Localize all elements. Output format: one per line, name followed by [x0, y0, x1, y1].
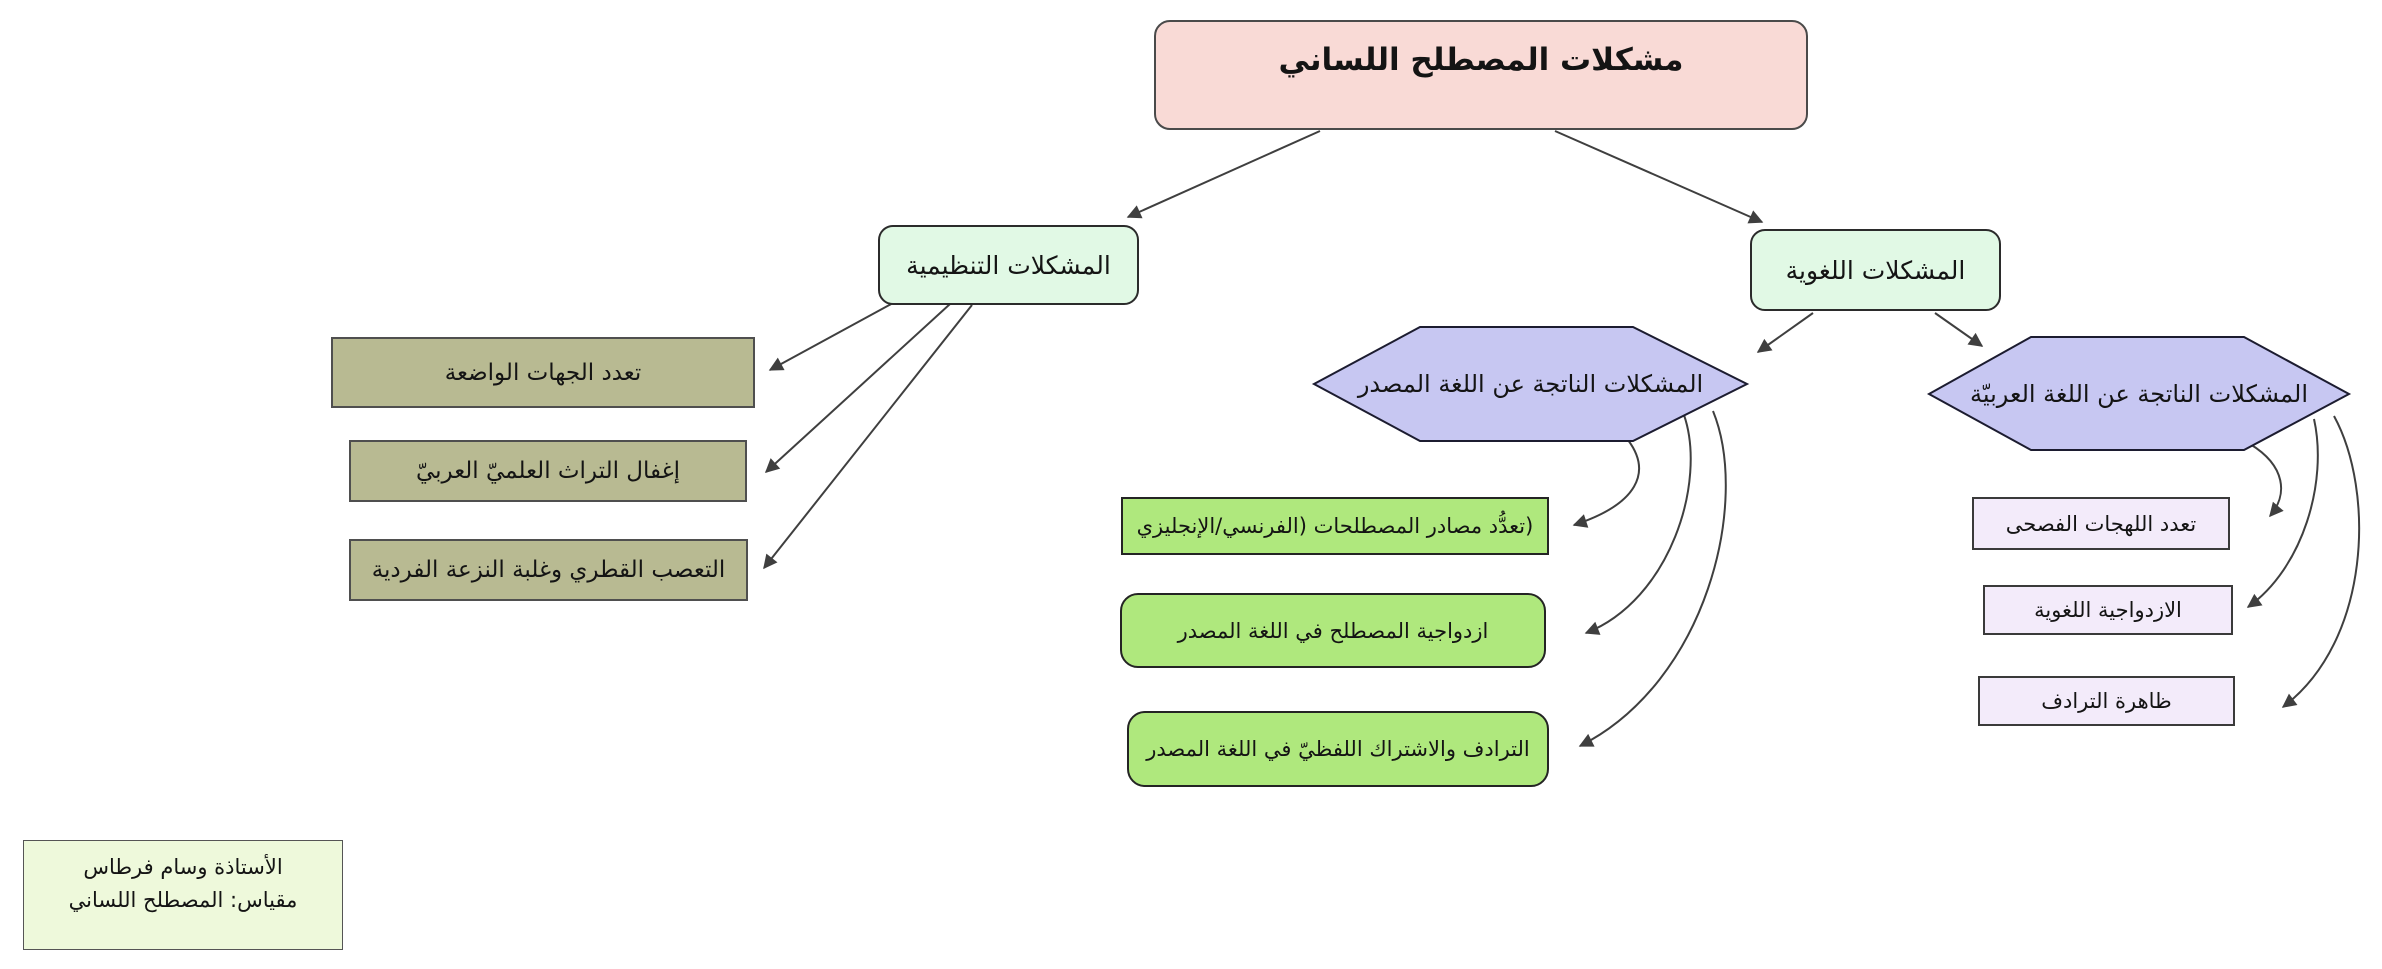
arrow-org-to-item1: [768, 302, 894, 371]
arrow-org-to-item2: [764, 303, 951, 473]
linguistic-branch-node: المشكلات اللغوية: [1750, 229, 2001, 311]
source-language-hexagon-label-box: المشكلات الناتجة عن اللغة المصدر: [1314, 327, 1747, 441]
credit-box: الأستاذة وسام فرطاس مقياس: المصطلح اللسا…: [23, 840, 343, 950]
arrow-source-to-item1: [1572, 439, 1640, 528]
arabic-language-item-3: ظاهرة الترادف: [1978, 676, 2235, 726]
arrow-linguistic-to-source-hexagon: [1756, 312, 1814, 353]
arrow-arabic-to-item2: [2246, 418, 2319, 608]
arrow-group: [763, 130, 2361, 747]
root-node: مشكلات المصطلح اللساني: [1154, 20, 1808, 130]
organizational-item-2-label: إغفال التراث العلميّ العربيّ: [415, 458, 681, 484]
arrow-source-to-item2: [1584, 414, 1692, 635]
source-language-hexagon: [1311, 326, 1750, 442]
organizational-item-1-label: تعدد الجهات الواضعة: [444, 359, 642, 386]
arabic-language-item-1: تعدد اللهجات الفصحى: [1972, 497, 2230, 550]
arabic-language-item-1-label: تعدد اللهجات الفصحى: [2005, 511, 2197, 536]
root-node-label: مشكلات المصطلح اللساني: [1278, 42, 1684, 78]
source-language-item-3: الترادف والاشتراك اللفظيّ في اللغة المصد…: [1127, 711, 1549, 787]
arrow-root-to-organizational: [1126, 130, 1321, 219]
arrow-arabic-to-item3: [2281, 415, 2361, 708]
arrow-linguistic-to-arabic-hexagon: [1934, 312, 1984, 347]
organizational-item-3: التعصب القطري وغلبة النزعة الفردية: [349, 539, 748, 601]
source-language-item-3-label: الترادف والاشتراك اللفظيّ في اللغة المصد…: [1146, 737, 1530, 761]
arabic-language-hexagon-label-box: المشكلات الناتجة عن اللغة العربيّة: [1929, 337, 2349, 450]
source-language-item-1: (تعدُّد مصادر المصطلحات (الفرنسي/الإنجلي…: [1121, 497, 1549, 555]
source-language-item-1-label: (تعدُّد مصادر المصطلحات (الفرنسي/الإنجلي…: [1136, 514, 1534, 538]
arrow-root-to-linguistic: [1554, 130, 1764, 224]
linguistic-branch-label: المشكلات اللغوية: [1785, 255, 1966, 285]
arabic-language-item-3-label: ظاهرة الترادف: [2041, 689, 2172, 713]
organizational-item-2: إغفال التراث العلميّ العربيّ: [349, 440, 747, 502]
arrow-org-to-item3: [763, 304, 973, 570]
arrow-source-to-item3: [1578, 410, 1727, 747]
arrow-arabic-to-item1: [2249, 443, 2284, 518]
source-language-item-2-label: ازدواجية المصطلح في اللغة المصدر: [1177, 618, 1489, 643]
organizational-item-1: تعدد الجهات الواضعة: [331, 337, 755, 408]
arabic-language-item-2: الازدواجية اللغوية: [1983, 585, 2233, 635]
source-language-hexagon-label: المشكلات الناتجة عن اللغة المصدر: [1357, 370, 1704, 398]
credit-author: الأستاذة وسام فرطاس: [83, 855, 283, 879]
source-language-item-2: ازدواجية المصطلح في اللغة المصدر: [1120, 593, 1546, 668]
credit-course: مقياس: المصطلح اللساني: [68, 887, 298, 912]
organizational-item-3-label: التعصب القطري وغلبة النزعة الفردية: [371, 557, 726, 583]
arabic-language-hexagon: [1926, 336, 2352, 451]
organizational-branch-label: المشكلات التنظيمية: [906, 250, 1111, 280]
arabic-language-item-2-label: الازدواجية اللغوية: [2034, 598, 2182, 622]
arabic-language-hexagon-label: المشكلات الناتجة عن اللغة العربيّة: [1969, 379, 2309, 408]
organizational-branch-node: المشكلات التنظيمية: [878, 225, 1139, 305]
